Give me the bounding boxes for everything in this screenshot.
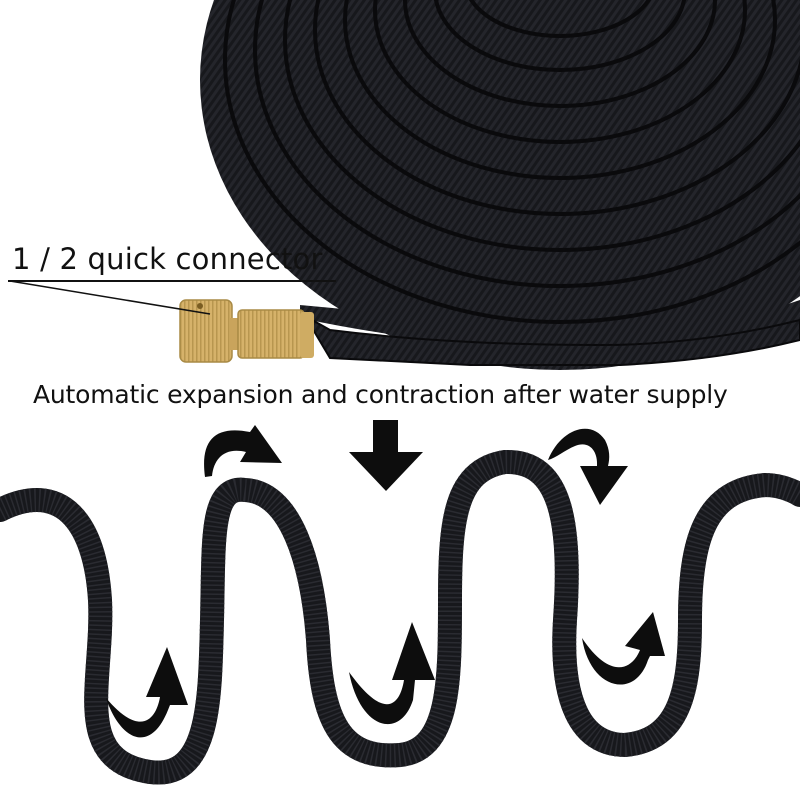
quick-connector (179, 299, 314, 363)
connector-label: 1 / 2 quick connector (12, 242, 323, 276)
expansion-caption: Automatic expansion and contraction afte… (33, 380, 728, 409)
label-pointer-line (9, 280, 211, 315)
curved-arrow-right-down-icon (548, 428, 628, 505)
curved-arrow-up-icon (582, 612, 665, 685)
coiled-hose (200, 0, 800, 370)
curved-arrow-up-icon (106, 647, 188, 738)
curved-arrow-up-icon (349, 622, 435, 725)
curved-arrow-right-down-icon (204, 425, 282, 477)
arrow-down-icon (349, 420, 423, 491)
